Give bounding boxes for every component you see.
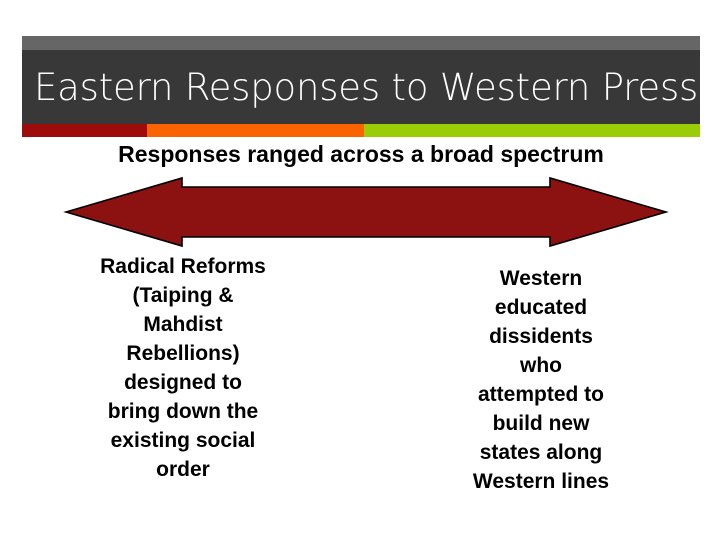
- right-text-line: who: [520, 354, 562, 377]
- accent-band-segment-green: [364, 124, 700, 137]
- right-text-block: Western educated dissidents who attempte…: [430, 264, 652, 496]
- left-text-line: existing social: [110, 429, 256, 452]
- left-text-line: Mahdist: [143, 313, 223, 336]
- right-text-line: attempted to: [478, 383, 604, 406]
- left-text-line: designed to: [124, 371, 242, 394]
- right-text-line: Western: [499, 267, 583, 290]
- page-title: Eastern Responses to Western Pressure: [34, 66, 720, 109]
- double-headed-arrow-icon: [60, 172, 672, 252]
- subtitle-text: Responses ranged across a broad spectrum: [118, 141, 604, 167]
- accent-band-segment-orange: [147, 124, 364, 137]
- left-text-line: Rebellions): [126, 342, 240, 365]
- left-text-block: Radical Reforms (Taiping & Mahdist Rebel…: [48, 252, 318, 484]
- title-banner: Eastern Responses to Western Pressure: [22, 36, 720, 124]
- right-text-line: Western lines: [472, 470, 610, 493]
- right-text-line: educated: [494, 296, 588, 319]
- left-text-line: bring down the: [107, 400, 259, 423]
- accent-band-segment-red: [22, 124, 147, 137]
- title-banner-top-strip: [22, 36, 700, 50]
- right-text-line: dissidents: [489, 325, 593, 348]
- right-text-line: states along: [479, 441, 603, 464]
- left-text-line: Radical Reforms: [100, 255, 266, 278]
- left-text-line: (Taiping &: [132, 284, 234, 307]
- right-text-line: build new: [492, 412, 590, 435]
- accent-band: [22, 124, 700, 137]
- left-text-line: order: [156, 458, 210, 481]
